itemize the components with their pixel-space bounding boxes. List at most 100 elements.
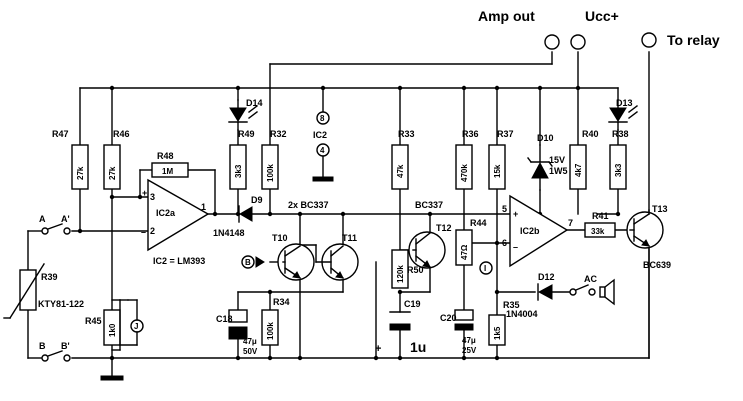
svg-text:3k3: 3k3 xyxy=(614,163,623,177)
transistor-t12: T12 BC337 xyxy=(408,200,452,269)
svg-text:Ucc+: Ucc+ xyxy=(585,8,619,24)
svg-text:6: 6 xyxy=(502,238,507,248)
svg-text:100k: 100k xyxy=(266,164,275,182)
svg-text:+: + xyxy=(142,188,147,198)
svg-text:R34: R34 xyxy=(273,297,290,307)
svg-text:B': B' xyxy=(61,341,70,351)
diode-d12: D12 1N4004 xyxy=(506,272,555,319)
svg-text:D14: D14 xyxy=(246,98,263,108)
resistor-r38: 3k3 R38 xyxy=(609,129,629,190)
svg-text:50V: 50V xyxy=(243,347,258,356)
svg-text:2x BC337: 2x BC337 xyxy=(288,200,329,210)
svg-text:T11: T11 xyxy=(342,233,357,243)
svg-text:33k: 33k xyxy=(591,227,605,236)
svg-text:1u: 1u xyxy=(410,339,426,355)
svg-text:R49: R49 xyxy=(238,129,255,139)
svg-text:J: J xyxy=(134,322,138,331)
svg-text:D10: D10 xyxy=(537,133,554,143)
svg-text:–: – xyxy=(513,242,518,252)
svg-text:120k: 120k xyxy=(396,265,405,283)
transistor-t13: T13 BC639 xyxy=(626,204,671,270)
svg-text:BC337: BC337 xyxy=(415,200,443,210)
svg-text:R50: R50 xyxy=(407,265,424,275)
capacitor-c19: C19 + 1u xyxy=(375,299,426,355)
resistor-r36: 470k R36 xyxy=(455,129,479,190)
junction-dots xyxy=(77,85,621,361)
resistor-r33: 47k R33 xyxy=(391,129,415,190)
connector-b: B B' xyxy=(39,341,71,362)
led-d13: D13 xyxy=(608,98,638,131)
svg-text:I: I xyxy=(484,264,486,273)
relay-terminal: To relay xyxy=(641,32,720,48)
opamp-ic2b: IC2b 5 6 7 + – xyxy=(502,194,573,268)
svg-text:IC2a: IC2a xyxy=(156,208,176,218)
svg-text:Amp out: Amp out xyxy=(478,8,535,24)
svg-text:R39: R39 xyxy=(41,272,58,282)
ucc-terminal: Ucc+ xyxy=(570,8,619,50)
svg-text:1M: 1M xyxy=(162,167,173,176)
capacitor-c18: C18 47μ 50V xyxy=(216,309,258,356)
svg-text:D9: D9 xyxy=(251,195,263,205)
svg-text:R44: R44 xyxy=(470,218,487,228)
speaker-icon xyxy=(599,278,615,306)
svg-text:D12: D12 xyxy=(538,272,555,282)
svg-text:R33: R33 xyxy=(398,129,415,139)
svg-text:BC639: BC639 xyxy=(643,260,671,270)
resistor-r45: 1k0 R45 xyxy=(85,299,129,351)
resistor-r50: 120k R50 xyxy=(391,249,424,289)
svg-text:T10: T10 xyxy=(272,233,288,243)
svg-text:A: A xyxy=(39,214,46,224)
svg-text:D13: D13 xyxy=(616,98,633,108)
marker-j: J xyxy=(119,299,144,346)
svg-text:R32: R32 xyxy=(270,129,287,139)
svg-text:470k: 470k xyxy=(460,164,469,182)
ic2-power-pins: 8 IC2 4 xyxy=(313,111,330,157)
svg-text:C19: C19 xyxy=(404,299,421,309)
resistor-r35: 1k5 R35 xyxy=(488,300,520,346)
svg-text:100k: 100k xyxy=(266,322,275,340)
ground-symbol xyxy=(100,375,124,381)
svg-text:T13: T13 xyxy=(652,204,668,214)
svg-text:IC2 = LM393: IC2 = LM393 xyxy=(153,256,205,266)
marker-i: I xyxy=(479,261,493,275)
svg-text:4k7: 4k7 xyxy=(574,163,583,177)
svg-text:27k: 27k xyxy=(76,166,85,180)
ac-input: AC xyxy=(569,274,597,296)
resistor-r34: 100k R34 xyxy=(261,297,290,346)
svg-text:B: B xyxy=(39,341,46,351)
svg-text:1W5: 1W5 xyxy=(549,166,568,176)
svg-text:–: – xyxy=(141,227,146,237)
opamp-ic2a: IC2a 3 2 1 + – IC2 = LM393 xyxy=(141,178,210,266)
led-d14: D14 xyxy=(228,98,263,131)
svg-text:+: + xyxy=(375,343,381,355)
svg-text:1N4004: 1N4004 xyxy=(506,309,538,319)
svg-text:IC2: IC2 xyxy=(313,130,327,140)
svg-text:3: 3 xyxy=(150,192,155,202)
svg-text:KTY81-122: KTY81-122 xyxy=(38,299,84,309)
svg-text:4: 4 xyxy=(320,146,325,155)
transistor-t10: T10 xyxy=(272,233,315,281)
svg-text:2: 2 xyxy=(150,226,155,236)
marker-b: B xyxy=(241,255,265,269)
ic2-ground-symbol xyxy=(312,176,334,182)
svg-text:+: + xyxy=(513,209,518,219)
svg-text:3k3: 3k3 xyxy=(234,164,243,178)
svg-text:15V: 15V xyxy=(549,155,565,165)
svg-text:R40: R40 xyxy=(582,129,599,139)
resistor-r47: 27k R47 xyxy=(52,129,89,190)
svg-text:47μ: 47μ xyxy=(462,336,476,345)
transistor-t11: T11 2x BC337 xyxy=(288,200,359,281)
svg-text:T12: T12 xyxy=(436,223,452,233)
svg-text:47μ: 47μ xyxy=(243,337,257,346)
svg-text:R36: R36 xyxy=(462,129,479,139)
svg-text:A': A' xyxy=(61,214,70,224)
resistor-r46: 27k R46 xyxy=(103,129,130,190)
svg-text:1k0: 1k0 xyxy=(108,323,117,337)
svg-text:R35: R35 xyxy=(503,300,520,310)
connector-a: A A' xyxy=(39,214,71,235)
thermistor-r39: R39 KTY81-122 xyxy=(3,263,84,319)
resistor-r44: 47Ω R44 xyxy=(455,218,487,266)
svg-text:R48: R48 xyxy=(157,151,174,161)
svg-text:47Ω: 47Ω xyxy=(460,244,469,260)
